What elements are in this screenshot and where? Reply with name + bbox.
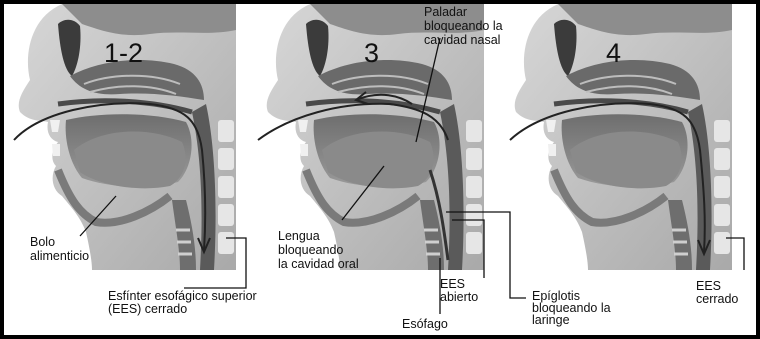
step-number-4: 4: [606, 38, 621, 68]
step-number-3: 3: [364, 38, 379, 68]
step-number-1: 1-2: [104, 38, 143, 68]
label-esofago: Esófago: [402, 317, 448, 331]
